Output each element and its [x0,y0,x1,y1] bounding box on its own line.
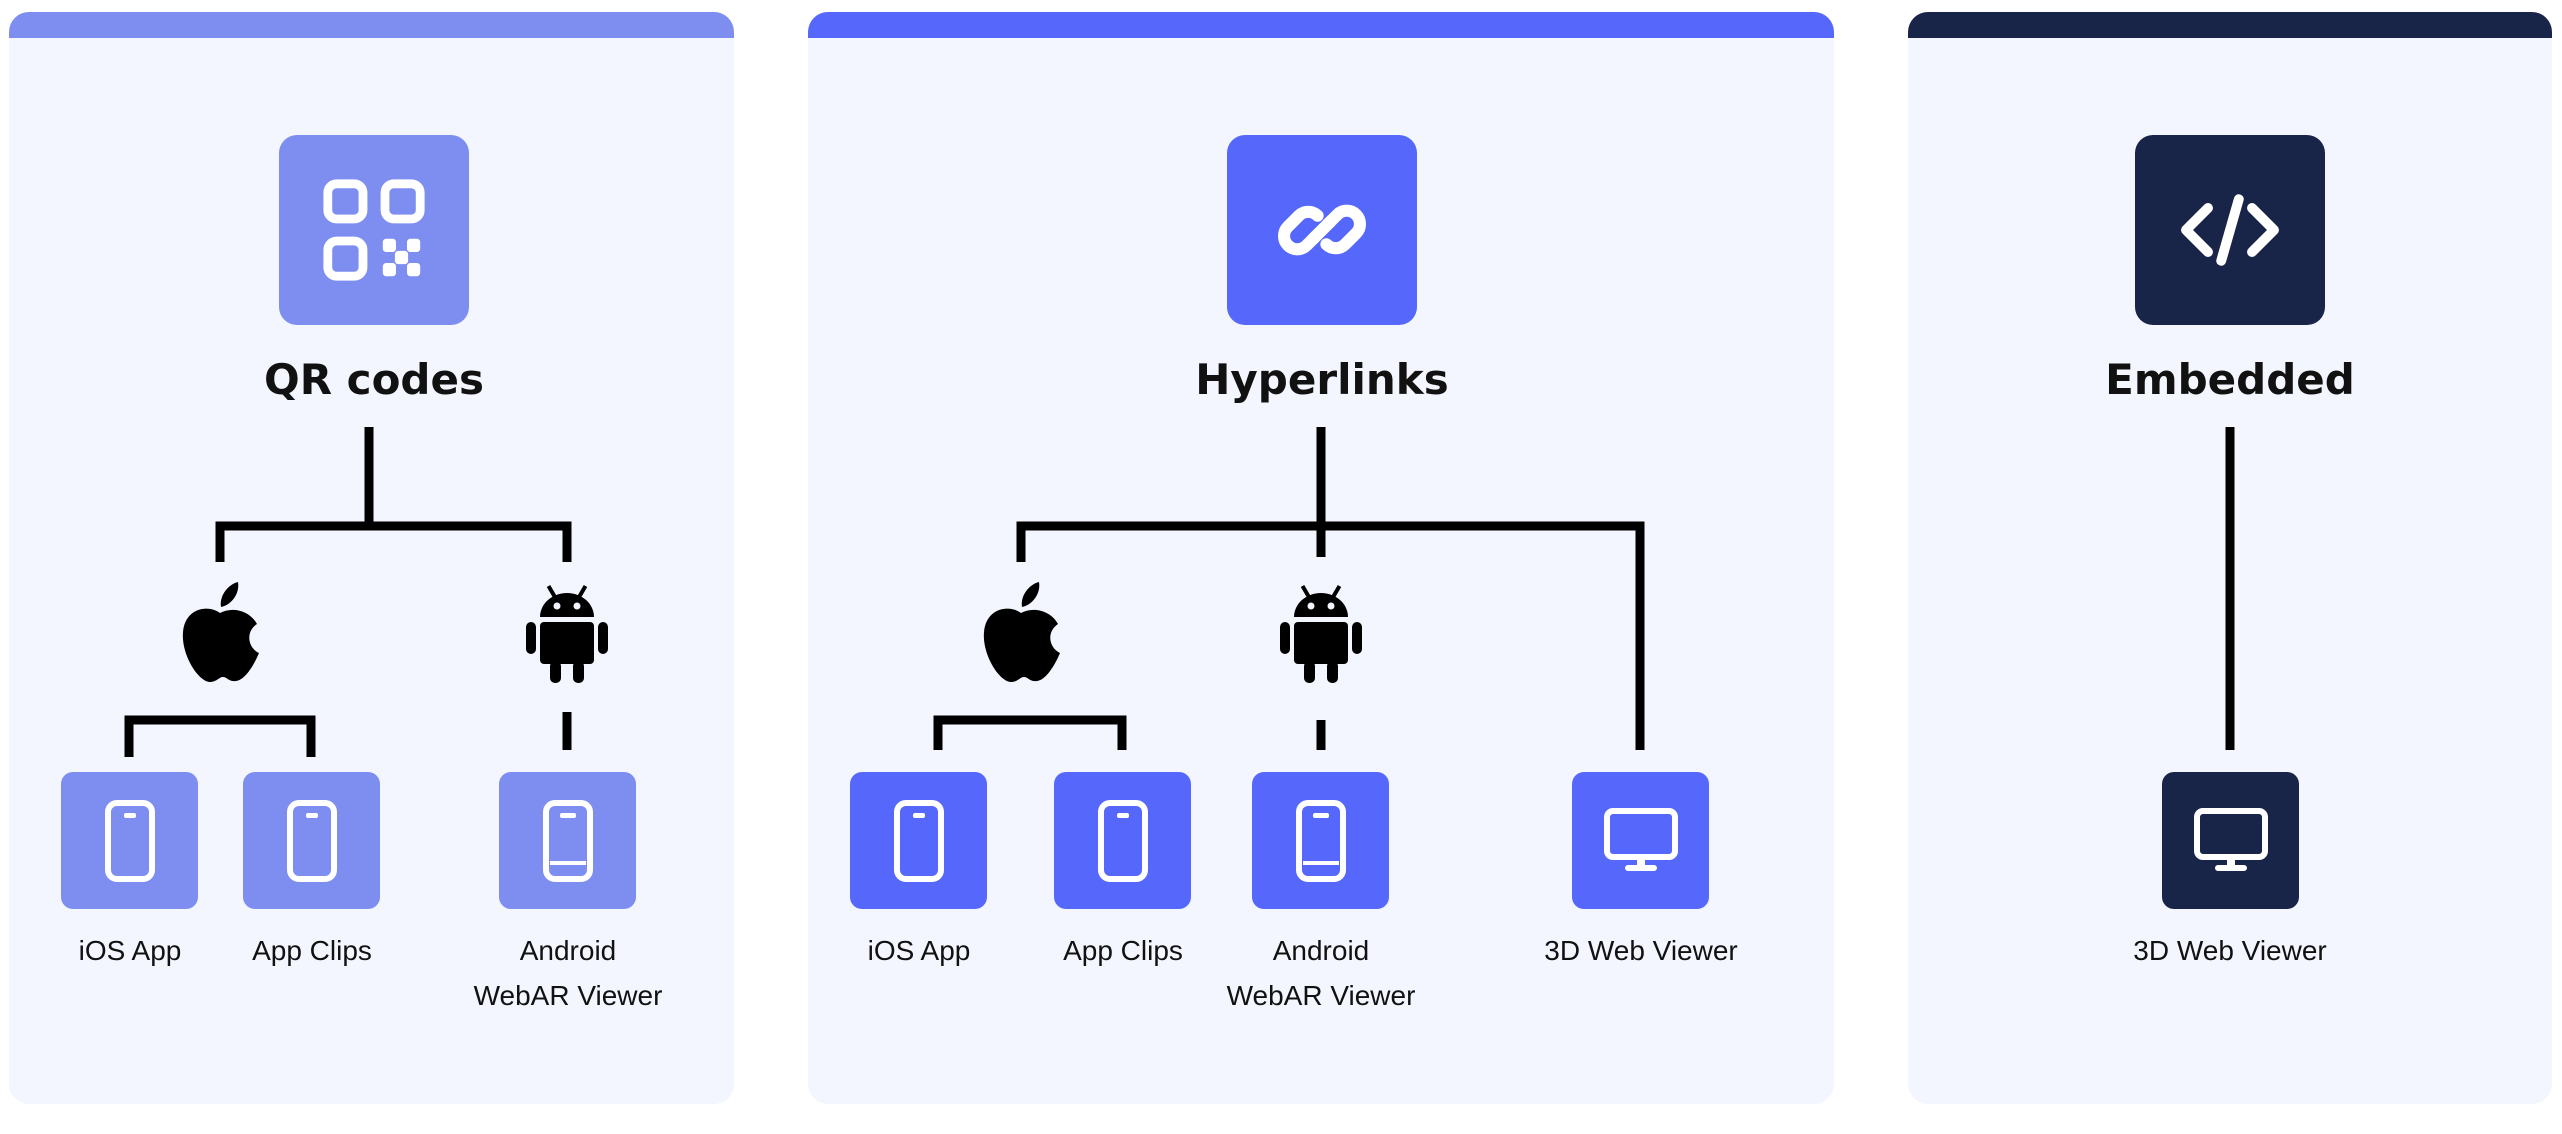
card-accent-bar [9,12,734,38]
android-icon [522,577,612,687]
phone-icon [104,799,155,882]
section-title: QR codes [264,355,484,404]
monitor-icon [2193,807,2268,871]
phone-icon [1097,799,1148,882]
target-tile [1572,772,1709,909]
apple-icon [976,577,1066,687]
target-label: iOS App [78,935,182,966]
phone-icon [1295,799,1346,882]
target-label: App Clips [1063,935,1183,966]
link-tile [1227,135,1417,325]
embedded-card: Embedded 3D Web Viewer [1908,12,2552,1104]
target-tile [850,772,987,909]
monitor-icon [1603,807,1678,871]
target-tile [1054,772,1191,909]
connector-lines [933,427,1645,750]
target-label: iOS App [867,935,971,966]
apple-icon [175,577,265,687]
target-tile [1252,772,1389,909]
code-icon [2181,194,2279,266]
phone-icon [893,799,944,882]
code-tile [2135,135,2325,325]
hyperlinks-card: Hyperlinks iOS App [808,12,1834,1104]
phone-icon [286,799,337,882]
target-label: App Clips [252,935,372,966]
card-accent-bar [808,12,1834,38]
target-tile [2162,772,2299,909]
target-label: 3D Web Viewer [1544,935,1738,966]
section-title: Embedded [2105,355,2355,404]
target-tile [243,772,380,909]
card-accent-bar [1908,12,2552,38]
phone-icon [542,799,593,882]
target-label: 3D Web Viewer [2133,935,2327,966]
connector-lines [124,427,572,757]
target-tile [499,772,636,909]
connector-lines [2225,427,2235,750]
target-tile [61,772,198,909]
android-icon [1276,577,1366,687]
section-title: Hyperlinks [1195,355,1449,404]
link-icon [1278,204,1366,256]
qr-code-icon [323,179,425,281]
qr-code-tile [279,135,469,325]
